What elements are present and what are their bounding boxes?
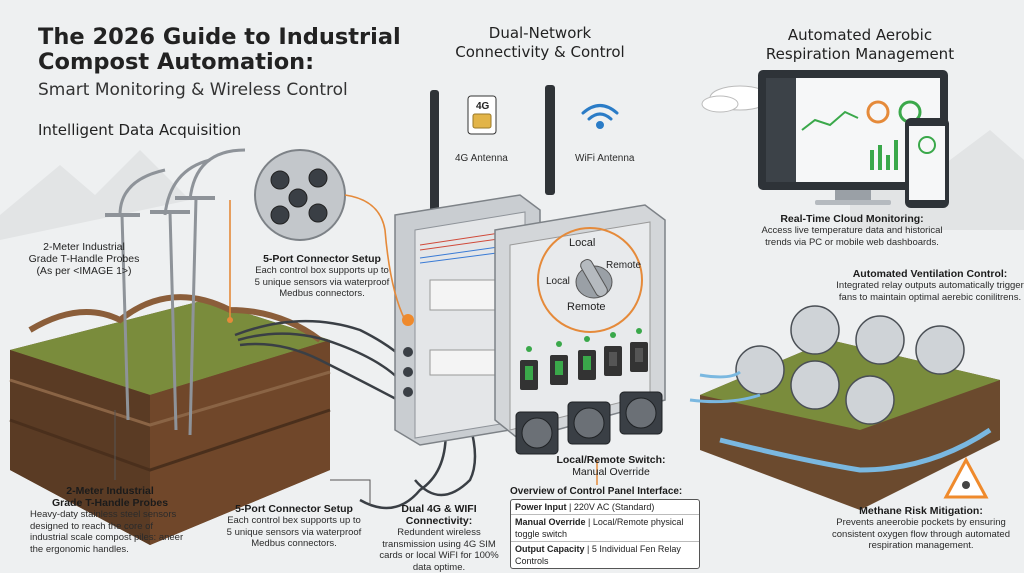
t-handle-probes bbox=[105, 148, 246, 436]
background-mountains-left bbox=[0, 150, 190, 240]
control-panel-overview: Overview of Control Panel Interface: Pow… bbox=[510, 486, 700, 569]
ventilation-label: Automated Ventilation Control: Integrate… bbox=[836, 268, 1024, 303]
antenna-wifi-label: WiFi Antenna bbox=[575, 153, 635, 164]
ventilation-fans bbox=[735, 305, 965, 425]
dual-connectivity-label: Dual 4G & WIFI Connectivity: Redundent w… bbox=[379, 503, 499, 573]
page-subtitle: Smart Monitoring & Wireless Control bbox=[38, 80, 348, 100]
section-dual-network: Dual-Network Connectivity & Control bbox=[455, 24, 625, 61]
panel-fans bbox=[515, 391, 663, 455]
toggle-knob bbox=[580, 259, 608, 297]
probes-label-bottom: 2-Meter Industrial Grade T-Handle Probes… bbox=[30, 485, 184, 555]
antenna-4g bbox=[430, 90, 439, 220]
knob-local-top: Local bbox=[569, 237, 596, 249]
page-title-line2: Compost Automation: bbox=[38, 49, 315, 75]
wifi-symbol bbox=[581, 104, 619, 129]
knob-local-left: Local bbox=[546, 276, 570, 287]
cloud-dashboard-monitor bbox=[758, 70, 949, 208]
overview-row-output: Output Capacity | 5 Individual Fen Relay… bbox=[515, 544, 681, 566]
overview-row-power: Power Input | 220V AC (Standard) bbox=[511, 500, 699, 515]
cloud-monitoring-label: Real-Time Cloud Monitoring: Access live … bbox=[761, 213, 943, 248]
warning-triangle-icon bbox=[943, 456, 989, 499]
sensor-cables bbox=[234, 319, 477, 510]
knob-remote-bottom: Remote bbox=[567, 301, 606, 313]
local-remote-label: Local/Remote Switch: Manual Override bbox=[556, 454, 666, 478]
antenna-4g-label: 4G Antenna bbox=[455, 153, 508, 164]
section-aerobic: Automated Aerobic Respiration Management bbox=[765, 26, 955, 63]
methane-label: Methane Risk Mitigation: Prevents aneero… bbox=[832, 505, 1010, 551]
overview-table: Power Input | 220V AC (Standard) Manual … bbox=[510, 499, 700, 569]
connector-label-bottom: 5-Port Connector Setup Each control bex … bbox=[226, 503, 362, 549]
sim-chip-label: 4G bbox=[476, 101, 490, 112]
section-data-acquisition: Intelligent Data Acquisition bbox=[38, 121, 242, 139]
knob-remote-right: Remote bbox=[606, 260, 642, 271]
page-title-line1: The 2026 Guide to Industrial bbox=[38, 24, 401, 50]
knob-callout-circle bbox=[537, 227, 643, 333]
overview-row-override: Manual Override | Local/Remote physical … bbox=[511, 515, 699, 542]
connector-label-top: 5-Port Connector Setup Each control box … bbox=[254, 253, 390, 299]
soil-block bbox=[9, 294, 331, 545]
probes-label-top: 2-Meter Industrial Grade T-Handle Probes… bbox=[28, 241, 140, 277]
relay-switches bbox=[520, 328, 648, 390]
antenna-wifi bbox=[545, 85, 555, 195]
